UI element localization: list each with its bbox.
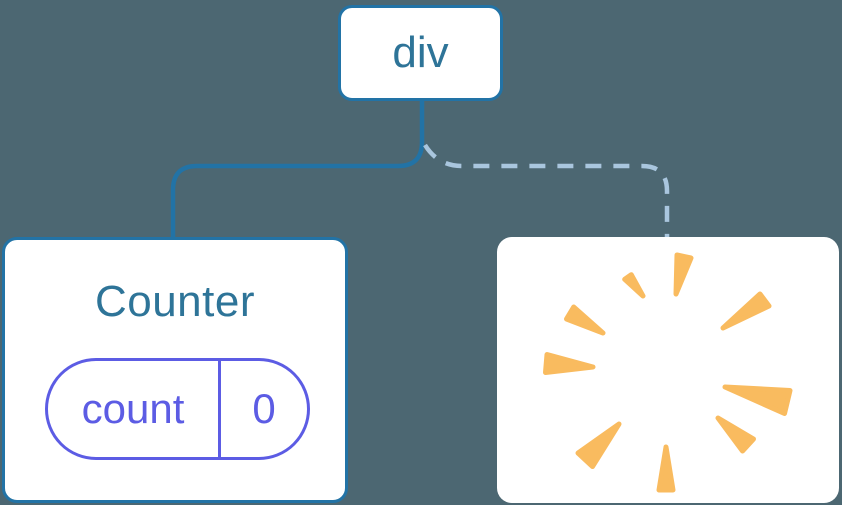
- state-value-label: 0: [252, 385, 276, 432]
- connector-dashed-to-removed: [423, 143, 670, 240]
- burst-ray: [715, 415, 756, 454]
- root-node-label: div: [392, 28, 449, 77]
- poof-burst-icon: [543, 252, 793, 493]
- connector-solid-to-counter: [170, 101, 425, 240]
- burst-ray: [720, 291, 772, 331]
- burst-ray: [622, 272, 646, 299]
- burst-ray: [564, 304, 606, 336]
- removed-component-card: [497, 237, 839, 503]
- burst-ray: [543, 352, 596, 375]
- state-pill: count 0: [45, 358, 310, 460]
- burst-ray: [673, 252, 694, 297]
- state-value-cell: 0: [221, 361, 307, 457]
- state-key-cell: count: [48, 361, 221, 457]
- burst-ray: [575, 421, 622, 469]
- burst-ray: [656, 444, 676, 493]
- counter-component-card: Counter count 0: [2, 237, 348, 503]
- burst-ray: [722, 384, 793, 416]
- root-node-div: div: [338, 5, 503, 101]
- state-key-label: count: [81, 385, 185, 432]
- counter-title: Counter: [94, 277, 256, 326]
